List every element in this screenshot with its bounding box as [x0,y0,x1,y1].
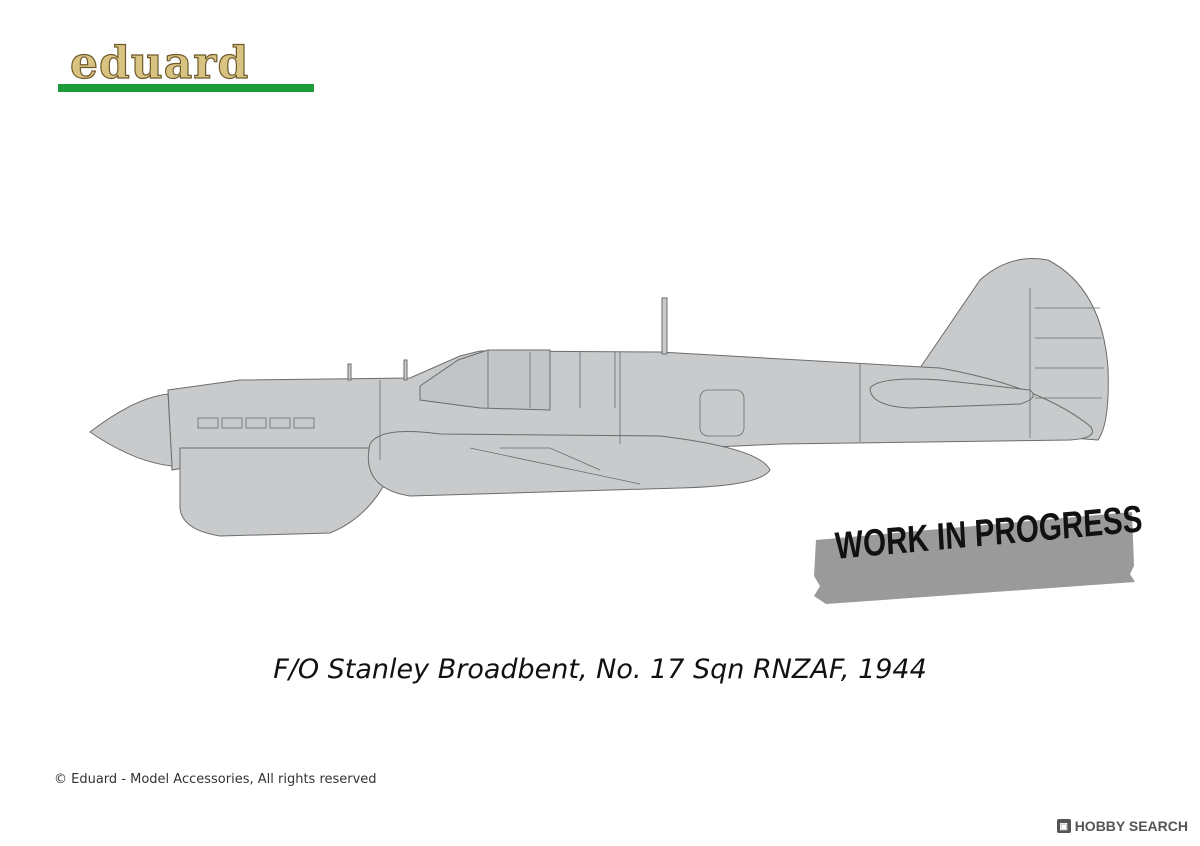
hobby-search-watermark: ▣ HOBBY SEARCH [1056,818,1188,834]
work-in-progress-banner [814,512,1135,604]
antenna-mast [661,297,668,355]
copyright-notice: © Eduard - Model Accessories, All rights… [54,772,377,787]
chin-radiator [179,447,401,537]
small-mast [347,363,352,381]
spinner [89,393,173,467]
eduard-logo: eduard [58,41,314,92]
canopy [419,349,551,411]
exhaust-stack [269,417,291,429]
horizontal-stabilizer [869,378,1034,409]
access-hatch [699,389,745,437]
wing-panel [500,447,601,471]
aircraft-caption: F/O Stanley Broadbent, No. 17 Sqn RNZAF,… [273,654,927,685]
logo-underline [58,84,314,92]
exhaust-stack [293,417,315,429]
exhaust-stack [197,417,219,429]
exhaust-stack [221,417,243,429]
small-mast [403,359,408,381]
wing-panel [469,447,641,485]
exhaust-stack [245,417,267,429]
logo-text: eduard [69,38,250,89]
aircraft-profile [89,258,1109,537]
watermark-text: HOBBY SEARCH [1074,818,1188,834]
hobby-search-icon: ▣ [1056,819,1071,833]
wing [367,431,771,497]
